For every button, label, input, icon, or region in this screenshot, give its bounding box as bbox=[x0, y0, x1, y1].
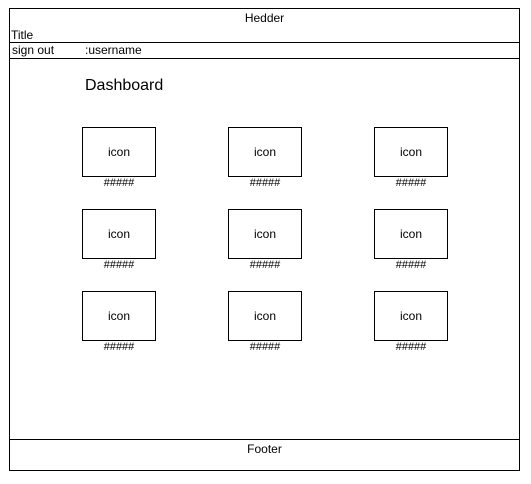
sign-out-link[interactable]: sign out bbox=[12, 43, 55, 57]
tile-icon-button[interactable]: icon bbox=[228, 127, 302, 177]
tile-caption: ##### bbox=[249, 259, 281, 271]
page-title: Title bbox=[11, 28, 34, 42]
tile-icon-button[interactable]: icon bbox=[82, 209, 156, 259]
tile-icon-button[interactable]: icon bbox=[374, 127, 448, 177]
dashboard-tile: icon ##### bbox=[374, 291, 448, 357]
username-label: :username bbox=[85, 43, 142, 57]
tile-icon-label: icon bbox=[107, 227, 130, 241]
tile-caption: ##### bbox=[103, 341, 135, 353]
dashboard-tile: icon ##### bbox=[82, 127, 156, 193]
tile-icon-button[interactable]: icon bbox=[228, 209, 302, 259]
tile-icon-label: icon bbox=[253, 227, 276, 241]
tile-icon-button[interactable]: icon bbox=[228, 291, 302, 341]
tile-icon-label: icon bbox=[253, 309, 276, 323]
tile-caption: ##### bbox=[249, 177, 281, 189]
tile-caption: ##### bbox=[103, 177, 135, 189]
tile-icon-button[interactable]: icon bbox=[82, 127, 156, 177]
tile-icon-button[interactable]: icon bbox=[374, 291, 448, 341]
header: Hedder Title bbox=[10, 9, 519, 43]
dashboard-tile: icon ##### bbox=[374, 127, 448, 193]
footer-label: Footer bbox=[247, 442, 282, 456]
dashboard-tile: icon ##### bbox=[374, 209, 448, 275]
tile-icon-label: icon bbox=[399, 309, 422, 323]
wireframe-page: Hedder Title sign out :username Dashboar… bbox=[9, 8, 520, 471]
tile-caption: ##### bbox=[395, 341, 427, 353]
dashboard-tile: icon ##### bbox=[228, 291, 302, 357]
dashboard-tile: icon ##### bbox=[228, 209, 302, 275]
tile-caption: ##### bbox=[103, 259, 135, 271]
user-bar: sign out :username bbox=[10, 43, 519, 59]
tile-icon-button[interactable]: icon bbox=[374, 209, 448, 259]
tile-icon-label: icon bbox=[399, 145, 422, 159]
tile-icon-label: icon bbox=[107, 145, 130, 159]
tile-icon-button[interactable]: icon bbox=[82, 291, 156, 341]
footer: Footer bbox=[10, 439, 519, 470]
tile-caption: ##### bbox=[395, 259, 427, 271]
header-label: Hedder bbox=[244, 11, 285, 25]
tile-icon-label: icon bbox=[399, 227, 422, 241]
dashboard-tile: icon ##### bbox=[228, 127, 302, 193]
tile-icon-label: icon bbox=[253, 145, 276, 159]
dashboard-tile: icon ##### bbox=[82, 209, 156, 275]
tile-caption: ##### bbox=[249, 341, 281, 353]
dashboard-tile: icon ##### bbox=[82, 291, 156, 357]
dashboard-heading: Dashboard bbox=[85, 77, 164, 94]
tile-caption: ##### bbox=[395, 177, 427, 189]
tile-icon-label: icon bbox=[107, 309, 130, 323]
